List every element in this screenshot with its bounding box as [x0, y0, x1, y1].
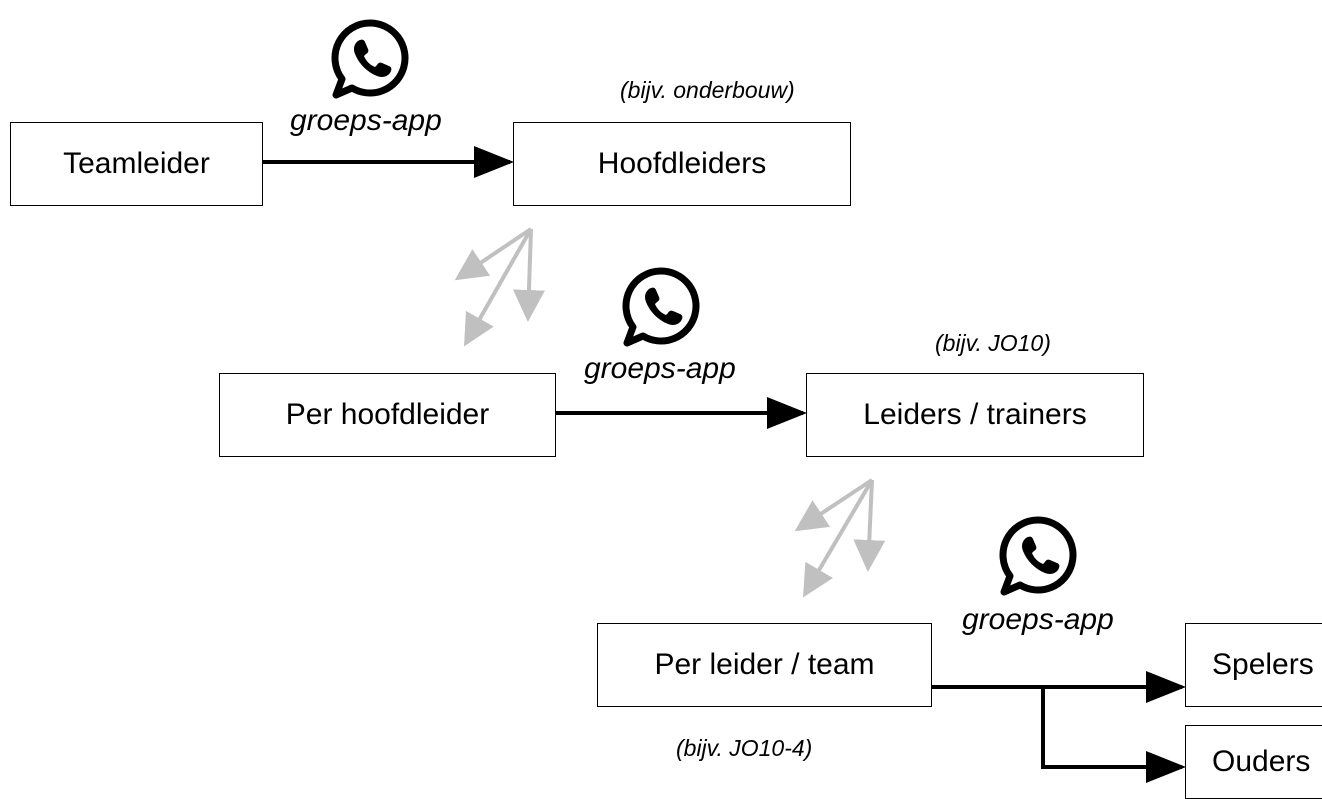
channel-label-3: groeps-app [962, 603, 1114, 636]
arrow-team-ouders [1041, 687, 1186, 783]
note-jo10: (bijv. JO10) [935, 330, 1051, 356]
channel-label-1: groeps-app [290, 104, 442, 137]
whatsapp-icon [622, 267, 700, 347]
node-teamleider: Teamleider [10, 122, 263, 206]
node-hoofdleiders: Hoofdleiders [513, 122, 851, 206]
node-leiders-trainers: Leiders / trainers [806, 373, 1144, 457]
split-arrows-2 [794, 478, 886, 598]
node-per-leider-team: Per leider / team [597, 623, 932, 707]
note-onderbouw: (bijv. onderbouw) [620, 77, 795, 103]
note-jo10-4: (bijv. JO10-4) [676, 735, 813, 761]
split-arrows-1 [454, 227, 545, 347]
node-spelers: Spelers [1185, 623, 1322, 707]
whatsapp-icon [331, 19, 409, 99]
node-per-hoofdleider: Per hoofdleider [219, 373, 556, 457]
node-ouders: Ouders [1185, 725, 1322, 799]
whatsapp-icon [999, 516, 1077, 596]
channel-label-2: groeps-app [584, 352, 736, 385]
